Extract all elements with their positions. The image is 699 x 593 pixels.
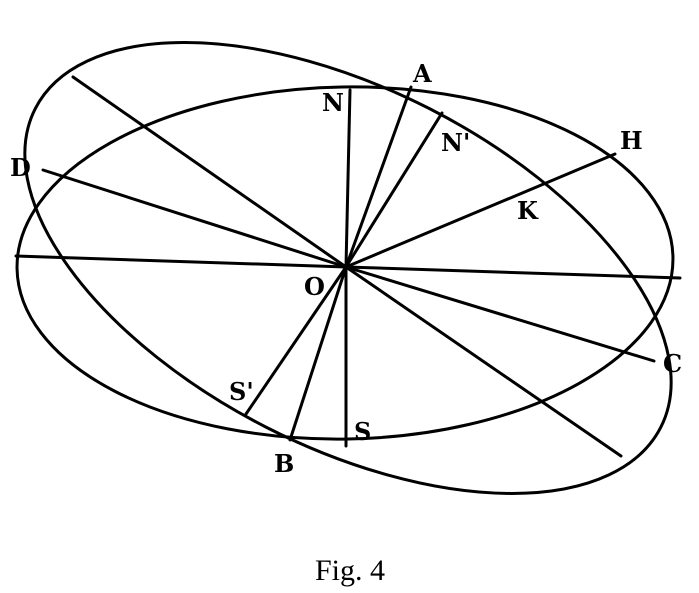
label-N: N (322, 88, 344, 117)
label-C: C (663, 349, 682, 378)
ray-O-right (344, 265, 682, 280)
label-D: D (10, 153, 31, 182)
figure-caption: Fig. 4 (315, 554, 385, 587)
horizontal-ellipse (15, 85, 675, 441)
ray-O-N (344, 88, 352, 269)
ray-O-C (344, 265, 656, 363)
label-O: O (304, 272, 325, 301)
label-S-prime: S' (229, 377, 254, 406)
ray-O-lower-right (344, 265, 623, 458)
ray-O-left (14, 254, 348, 269)
ray-O-H (344, 152, 617, 269)
ray-O-upper-left (71, 75, 348, 269)
label-B: B (274, 449, 294, 478)
label-N-prime: N' (441, 128, 470, 157)
ray-O-S-prime (244, 265, 348, 416)
ray-O-N-prime (344, 111, 444, 269)
label-K: K (517, 196, 539, 225)
label-A: A (412, 59, 432, 88)
ray-O-D (41, 168, 348, 269)
ray-O-B (288, 265, 348, 442)
label-S: S (354, 417, 371, 446)
label-H: H (620, 126, 643, 155)
ray-O-A (344, 85, 413, 269)
